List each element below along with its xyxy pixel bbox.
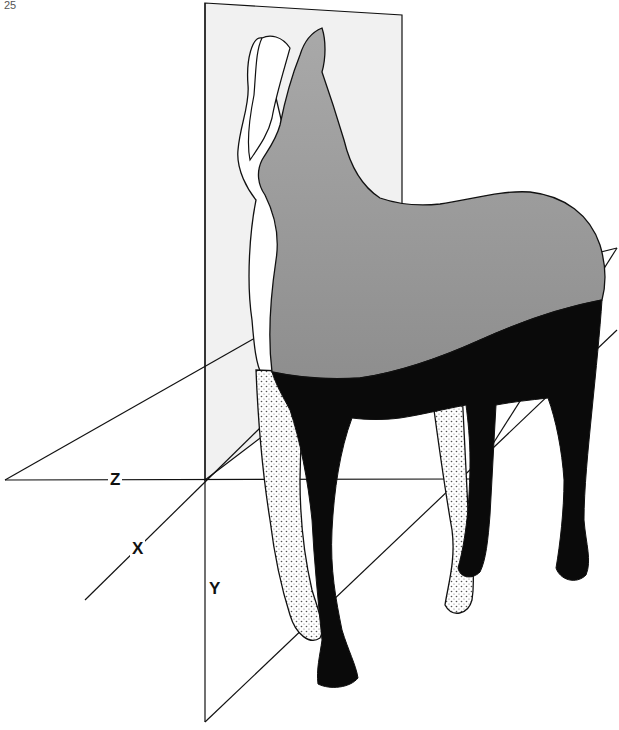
page-number: 25 xyxy=(2,0,18,11)
horse-mane xyxy=(248,36,290,160)
horse-legs xyxy=(272,300,602,687)
axis-label: Y xyxy=(207,580,222,597)
axis-label: Z xyxy=(108,471,122,488)
axis-label: X xyxy=(130,540,145,557)
